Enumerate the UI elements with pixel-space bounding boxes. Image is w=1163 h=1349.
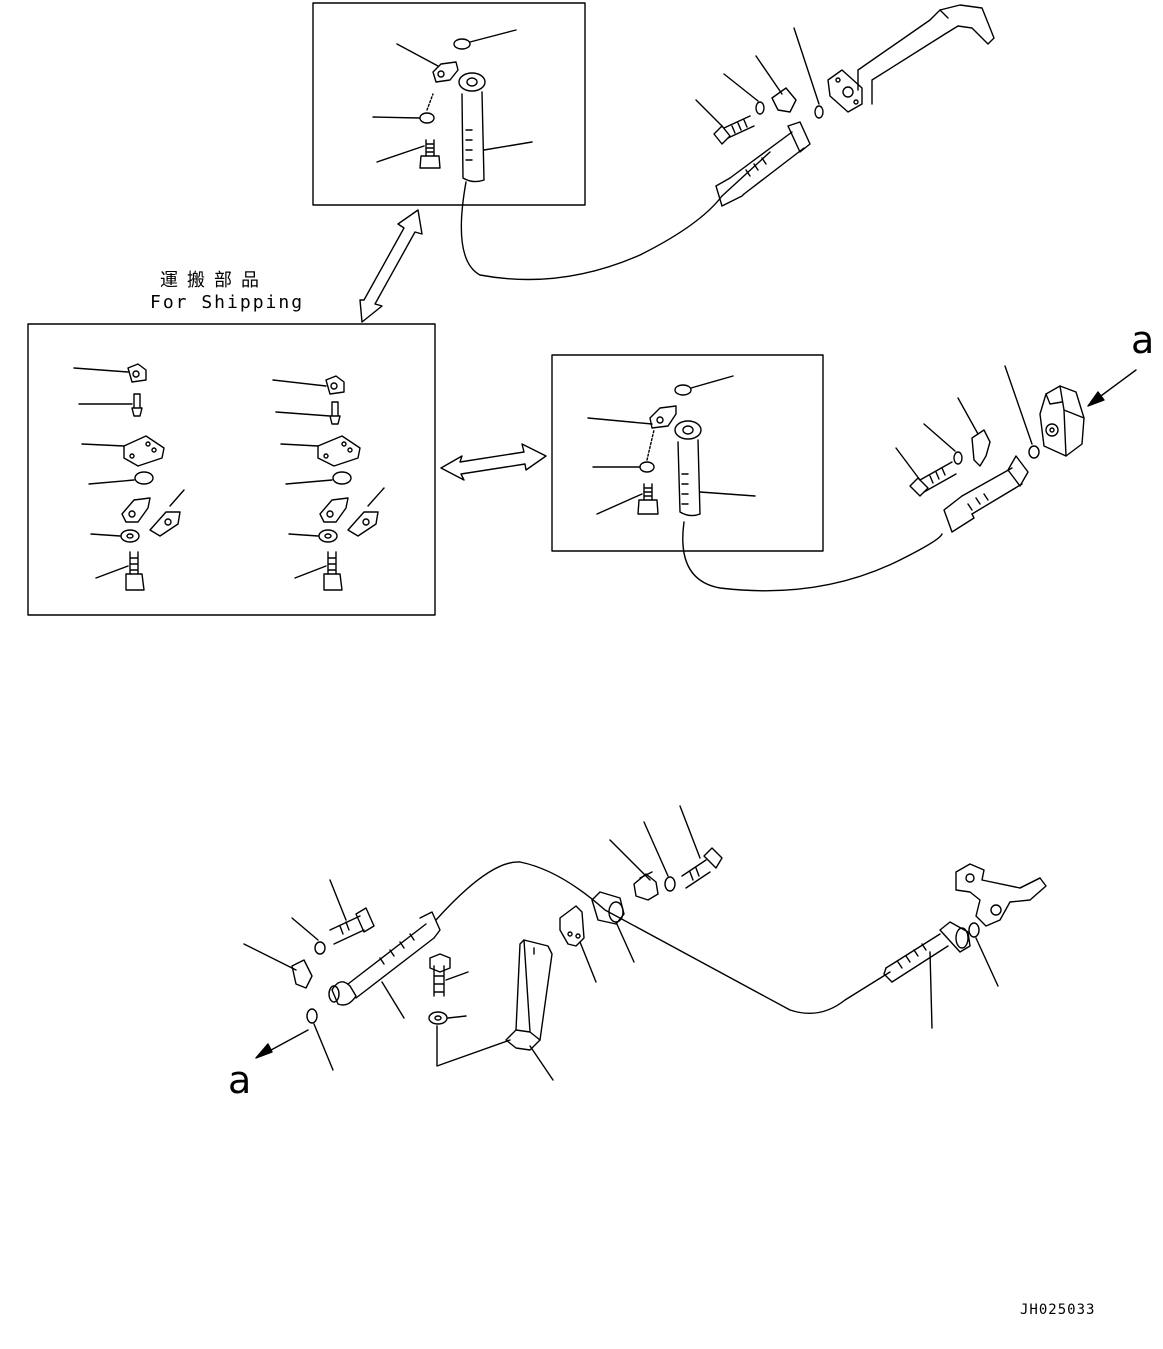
exchange-arrow-horizontal: [440, 443, 547, 481]
lower-line-assembly: [243, 805, 1047, 1081]
shipping-column-left: [73, 363, 185, 591]
drawing-number: JH025033: [1020, 1302, 1096, 1318]
top-detail-box: [312, 2, 723, 281]
middle-hose-assembly: [895, 365, 1137, 533]
split-flange-part: [432, 61, 459, 83]
shipping-label-english: For Shipping: [150, 292, 305, 313]
right-detail-box: [551, 354, 943, 592]
washer-part: [419, 112, 435, 124]
shipping-parts-box: [27, 323, 436, 616]
view-label-lower: a: [228, 1058, 252, 1102]
upper-hose-assembly: [695, 4, 995, 207]
shipping-label-japanese: 運搬部品: [160, 270, 268, 291]
view-label-upper: a: [1131, 318, 1155, 362]
bolt-part: [419, 139, 441, 169]
hose-fitting-part: [458, 72, 486, 183]
shipping-column-right: [272, 375, 385, 591]
exchange-arrow-vertical: [359, 209, 423, 323]
o-ring-part: [453, 38, 471, 50]
support-bracket-part: [505, 939, 553, 1051]
clamp-part: [591, 891, 625, 925]
clamp-plate-part: [559, 905, 585, 947]
